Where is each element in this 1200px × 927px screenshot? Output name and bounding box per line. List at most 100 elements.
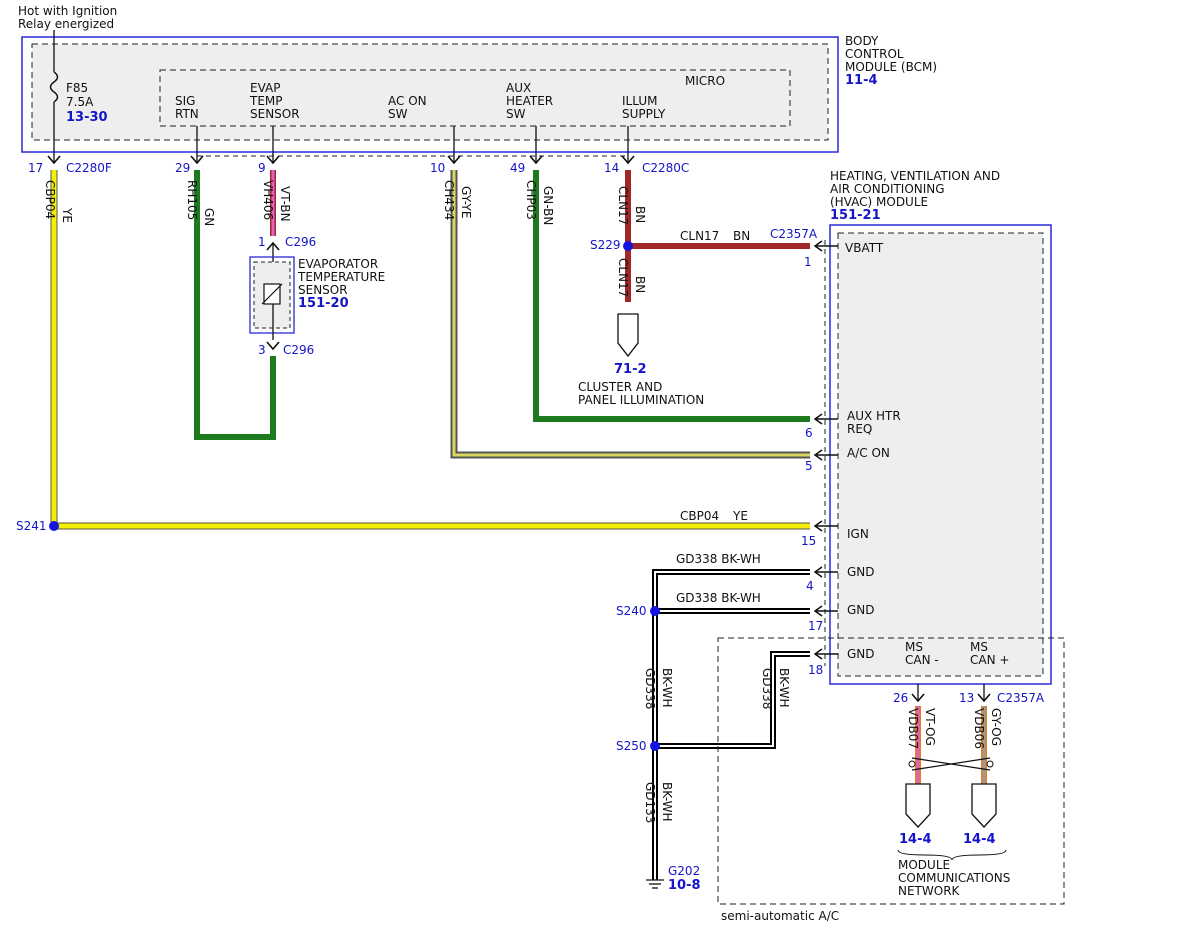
cluster-ref[interactable]: 71-2 <box>614 362 647 377</box>
wire-labels: CBP04 YE RH105 GN VH406 VT-BN CH434 GY-Y… <box>43 180 750 523</box>
cluster-connector: 71-2 CLUSTER AND PANEL ILLUMINATION <box>578 313 704 407</box>
bcm-pin-label: SENSOR <box>250 107 300 121</box>
bcm-pin-label: RTN <box>175 107 199 121</box>
wire-color: GN <box>202 208 216 226</box>
bcm-name-2: CONTROL <box>845 47 904 61</box>
can-minus-label-2: CAN - <box>905 653 939 667</box>
hvac-pin-label: GND <box>847 647 875 661</box>
splice-s229[interactable] <box>623 241 633 251</box>
micro-label: MICRO <box>685 74 725 88</box>
option-label: semi-automatic A/C <box>721 909 839 923</box>
wire-color: YE <box>732 509 748 523</box>
connector-name: C296 <box>285 235 316 249</box>
wire-chp03 <box>533 170 810 422</box>
wire-circuit: CLN17 <box>616 258 630 297</box>
gnd-wire-circuit: GD338 <box>643 668 657 709</box>
splice-label: S229 <box>590 238 621 252</box>
bcm-ref[interactable]: 11-4 <box>845 73 878 88</box>
wire-cln17 <box>625 170 810 302</box>
connector-name: C296 <box>283 343 314 357</box>
can-plus-label-1: MS <box>970 640 988 654</box>
power-label-2: Relay energized <box>18 17 114 31</box>
pin-number: 17 <box>28 161 43 175</box>
hvac-module: HEATING, VENTILATION AND AIR CONDITIONIN… <box>770 169 1052 685</box>
top-connector-chevrons <box>47 155 635 165</box>
hvac-pin-label: IGN <box>847 527 869 541</box>
pin-number: 49 <box>510 161 525 175</box>
wire-circuit: VDB06 <box>972 708 986 749</box>
can-wires <box>908 684 994 784</box>
wire-color: GY-OG <box>989 708 1003 746</box>
pin-number: 18 <box>808 663 823 677</box>
sensor-name-3: SENSOR <box>298 283 348 297</box>
bcm-pin-label: AC ON <box>388 94 427 108</box>
fuse-f85: F85 7.5A 13-30 <box>49 71 108 125</box>
ground-wires <box>652 569 810 880</box>
sensor-name-2: TEMPERATURE <box>297 270 385 284</box>
bcm-pin-label: HEATER <box>506 94 553 108</box>
cluster-label-1: CLUSTER AND <box>578 380 662 394</box>
hvac-pin-label: A/C ON <box>847 446 890 460</box>
splice-s241[interactable] <box>49 521 59 531</box>
gnd-wire-label: GD338 BK-WH <box>676 552 761 566</box>
power-label-1: Hot with Ignition <box>18 4 117 18</box>
wire-circuit: CBP04 <box>43 180 57 219</box>
pin-number: 1 <box>258 235 266 249</box>
bcm-name-3: MODULE (BCM) <box>845 60 937 74</box>
can-plus-label-2: CAN + <box>970 653 1009 667</box>
pin-number: 14 <box>604 161 619 175</box>
hvac-ref[interactable]: 151-21 <box>830 208 881 223</box>
bcm-module: BODY CONTROL MODULE (BCM) 11-4 MICRO SIG… <box>21 34 937 153</box>
wire-color: VT-OG <box>923 708 937 746</box>
pin-number: 9 <box>258 161 266 175</box>
cluster-label-2: PANEL ILLUMINATION <box>578 393 704 407</box>
gnd-wire-circuit: GD338 <box>760 668 774 709</box>
bcm-pin-label: SIG <box>175 94 195 108</box>
connector-name: C2280F <box>66 161 112 175</box>
wire-circuit: VDB07 <box>906 708 920 749</box>
splice-label: S241 <box>16 519 47 533</box>
pin-number: 10 <box>430 161 445 175</box>
network-ref[interactable]: 14-4 <box>963 832 996 847</box>
bcm-pin-label: EVAP <box>250 81 280 95</box>
gnd-wire-circuit: GD133 <box>643 782 657 823</box>
fuse-rating: 7.5A <box>66 95 94 109</box>
can-minus-label-1: MS <box>905 640 923 654</box>
bcm-pin-label: AUX <box>506 81 531 95</box>
hvac-pin-label: GND <box>847 603 875 617</box>
sensor-name-1: EVAPORATOR <box>298 257 378 271</box>
fuse-ref[interactable]: 13-30 <box>66 110 108 125</box>
fuse-name: F85 <box>66 81 88 95</box>
wire-color: VT-BN <box>278 186 292 222</box>
pin-number: 15 <box>801 534 816 548</box>
connector-name: C2357A <box>997 691 1045 705</box>
network-ref[interactable]: 14-4 <box>899 832 932 847</box>
wire-rh105 <box>194 170 276 440</box>
bcm-pin-label: ILLUM <box>622 94 657 108</box>
splice-label: S250 <box>616 739 647 753</box>
gnd-wire-color: BK-WH <box>660 782 674 822</box>
hvac-pin-label: REQ <box>847 422 872 436</box>
wire-circuit: CLN17 <box>680 229 719 243</box>
wire-circuit: CHP03 <box>524 180 538 220</box>
hvac-name-1: HEATING, VENTILATION AND <box>830 169 1000 183</box>
pin-number: 3 <box>258 343 266 357</box>
pin-number: 26 <box>893 691 908 705</box>
connector-name: C2357A <box>770 227 818 241</box>
evap-sensor: 1 C296 3 C296 EVAPORATOR TEMPERATURE SEN… <box>249 235 385 357</box>
hvac-pin-label: VBATT <box>845 241 884 255</box>
splice-s240[interactable] <box>650 606 660 616</box>
wire-color: GN-BN <box>541 186 555 225</box>
gnd-wire-label: GD338 BK-WH <box>676 591 761 605</box>
bcm-pin-label: SUPPLY <box>622 107 666 121</box>
ground-ref[interactable]: 10-8 <box>668 878 701 893</box>
gnd-wire-color: BK-WH <box>660 668 674 708</box>
sensor-ref[interactable]: 151-20 <box>298 296 349 311</box>
bcm-pin-label: SW <box>506 107 526 121</box>
wire-color: BN <box>633 276 647 293</box>
splice-s250[interactable] <box>650 741 660 751</box>
wire-circuit: CBP04 <box>680 509 719 523</box>
ground-name: G202 <box>668 864 700 878</box>
splice-label: S240 <box>616 604 647 618</box>
pin-number: 17 <box>808 619 823 633</box>
